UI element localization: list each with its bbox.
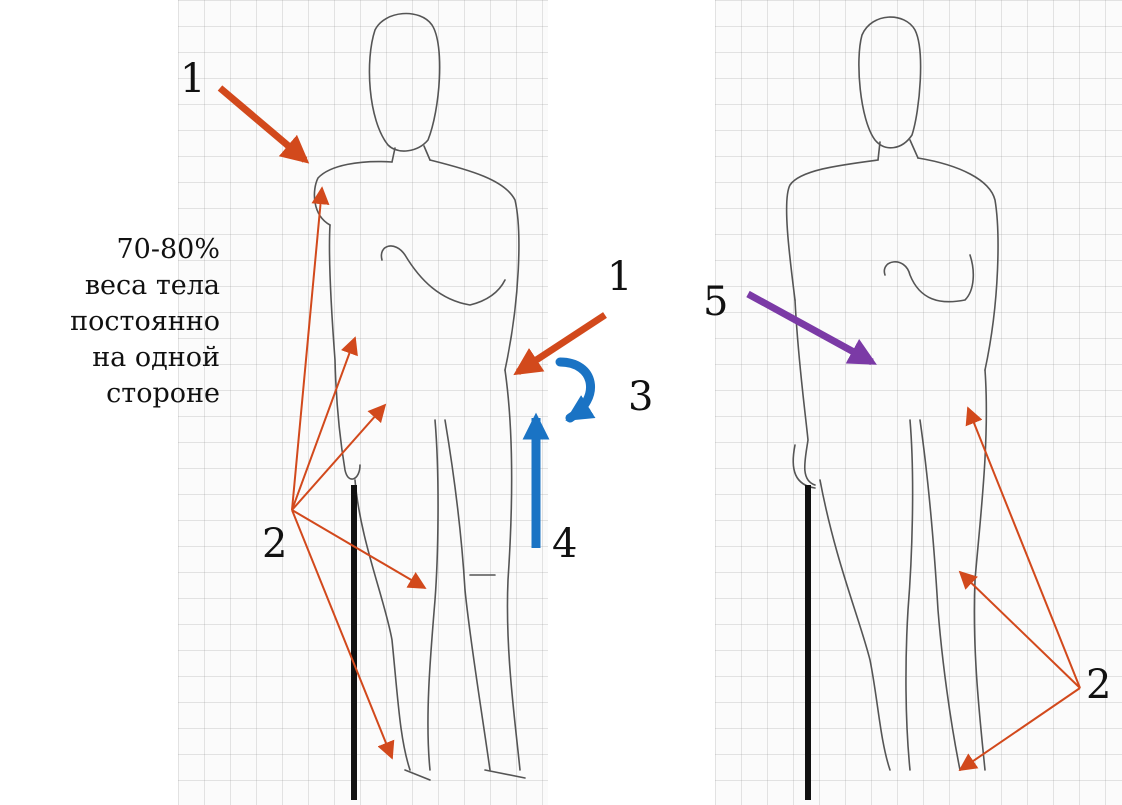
- head-right: [859, 17, 921, 148]
- label-1-top: 1: [180, 56, 205, 102]
- figure-left: [314, 14, 525, 780]
- head-left: [369, 14, 439, 152]
- right-leg-inner: [445, 420, 490, 770]
- arrow-1-shoulder: [220, 88, 305, 160]
- label-2-right: 2: [1086, 662, 1111, 708]
- arrow-5: [748, 294, 872, 362]
- label-5: 5: [703, 279, 728, 325]
- forearm-right: [884, 255, 973, 302]
- torso-right: [787, 158, 998, 370]
- neck-right: [878, 140, 918, 160]
- right-leg-outer: [505, 370, 520, 770]
- arrow-3-rotation: [560, 362, 591, 418]
- feet-left: [405, 770, 525, 780]
- label-4: 4: [552, 521, 577, 567]
- left-leg-inner: [428, 420, 438, 770]
- inner-leg-right-b: [920, 420, 960, 770]
- torso-left: [314, 160, 518, 370]
- label-3: 3: [628, 374, 653, 420]
- left-arm: [329, 225, 360, 479]
- right-arm-forearm: [381, 246, 505, 305]
- label-1-hip: 1: [607, 254, 632, 300]
- neck-left: [392, 146, 430, 162]
- arrows-2-right: [960, 408, 1080, 770]
- left-leg-outer: [355, 480, 410, 770]
- figure-right: [787, 17, 998, 770]
- label-2-left: 2: [262, 521, 287, 567]
- left-leg-right: [820, 480, 890, 770]
- inner-leg-right-a: [906, 420, 913, 770]
